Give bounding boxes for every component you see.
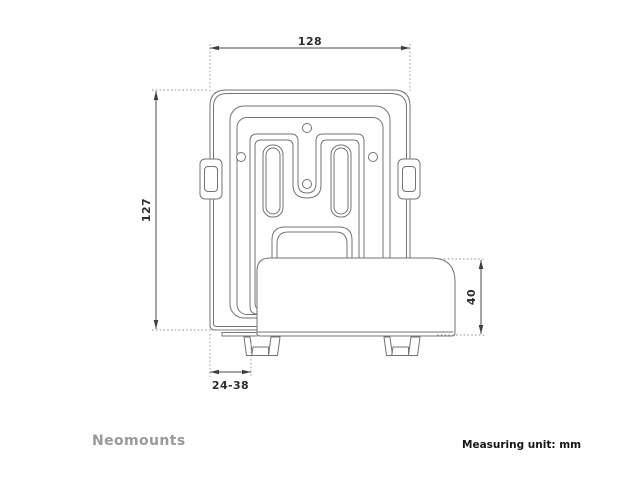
extension-line [437,258,485,336]
body-bottom-lip [221,332,258,337]
side-clip-right [397,158,421,200]
shelf-outline [256,257,456,337]
foot-right-prong-b [408,336,421,356]
arrowhead [478,325,484,334]
lower-panel-outline [271,226,353,259]
screw-holes [236,123,378,189]
arrowhead [210,45,219,51]
arrowhead [210,369,219,375]
dimension-label-right: 40 [465,289,478,305]
mounting-slot-right-inner [333,147,349,215]
side-clip-left-slot [204,166,218,192]
foot-left-prong-b [268,336,281,356]
brand-logo-text: Neomounts [92,433,186,449]
shelf-bracket [256,257,456,337]
u-channel-outline [249,133,365,315]
arrowhead [153,320,159,329]
foot-right-pad [391,346,409,356]
lip-lines [221,332,258,337]
dimension-shelf-height: 40 [437,258,485,336]
foot-right-prong-a [383,336,393,356]
mounting-slot-left-inner [265,147,281,215]
mounting-slot-right [330,144,352,218]
measuring-unit-label: Measuring unit: mm [462,439,582,451]
dimension-label-bottom: 24-38 [212,379,249,392]
side-clip-right-slot [402,166,416,192]
extension-line [209,44,411,91]
lower-panel-bevel [276,231,348,260]
extension-line [152,89,236,331]
side-clip-left-outline [199,158,223,200]
dimension-left-height: 127 [140,89,236,331]
dimension-top-width: 128 [209,35,411,91]
mounting-slot-left [262,144,284,218]
foot-left [243,336,281,356]
dimension-label-top: 128 [298,35,322,48]
arrowhead [242,369,251,375]
side-clip-right-outline [397,158,421,200]
foot-right [383,336,421,356]
arrowhead [401,45,410,51]
screw-hole-top [302,123,312,133]
side-clip-left [199,158,223,200]
foot-left-pad [251,346,269,356]
dimension-depth-range: 24-38 [209,334,252,392]
dimension-label-left: 127 [140,198,153,222]
extension-line [209,334,252,377]
arrowhead [478,260,484,269]
arrowhead [153,91,159,100]
screw-hole-left [236,152,246,162]
screw-hole-center [302,179,312,189]
screw-hole-right [368,152,378,162]
lower-panel [271,226,353,260]
u-channel-bevel [254,139,360,309]
